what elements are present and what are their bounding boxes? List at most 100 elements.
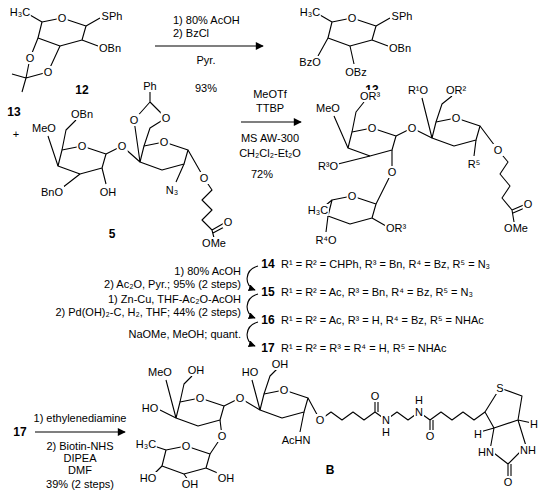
atom-label: H: [473, 428, 483, 440]
atom-label: O: [367, 122, 378, 134]
condition-text: Pyr.: [196, 54, 217, 66]
bond-line: [247, 322, 258, 346]
atom-label: O: [407, 122, 418, 134]
condition-text: DMF: [67, 464, 93, 476]
compound-region: 13: [4, 104, 24, 120]
atom-label: H: [414, 394, 424, 406]
compound-region: 17: [10, 424, 32, 440]
atom-label: BzO: [298, 56, 321, 68]
atom-label: O: [347, 12, 358, 24]
atom-label: O: [523, 198, 534, 210]
condition-text: 1) 80% AcOH: [173, 265, 242, 277]
condition-text: 1) 80% AcOH: [172, 14, 241, 26]
atom-label: HN: [477, 446, 495, 458]
atom-label: OH: [217, 472, 236, 484]
atom-label: SPh: [101, 10, 124, 22]
bond-line: [326, 96, 527, 232]
bond-line: [154, 368, 532, 480]
bond-line: [48, 90, 227, 238]
bond-line: [12, 15, 100, 92]
atom-label: O: [199, 172, 210, 184]
compound-region: MeOOHHOOHSOOOOHHONONHHOHOAcHNH₃CONHHNBHO…: [128, 356, 546, 494]
condition-text: MS AW-300: [240, 132, 300, 144]
compound-number: 12: [74, 84, 89, 96]
atom-label: MeO: [31, 122, 57, 134]
atom-label: O: [57, 12, 68, 24]
atom-label: O: [77, 140, 88, 152]
condition-text: TTBP: [255, 102, 285, 114]
atom-label: S: [495, 382, 504, 394]
atom-label: OBn: [388, 42, 412, 54]
atom-label: O: [493, 144, 504, 156]
atom-label: OMe: [503, 222, 529, 234]
atom-label: OR³: [385, 222, 407, 234]
reaction-arrow: [155, 45, 263, 46]
atom-label: O: [43, 66, 54, 78]
bond-line: [247, 294, 258, 318]
atom-label: O: [315, 414, 326, 426]
condition-text: R¹ = R² = CHPh, R³ = Bn, R⁴ = Bz, R⁵ = N…: [280, 258, 491, 270]
condition-text: DIPEA: [62, 452, 97, 464]
atom-label: O: [235, 392, 246, 404]
compound-number: 17: [12, 426, 27, 438]
atom-label: N: [381, 414, 391, 426]
compound-number: 5: [108, 228, 117, 240]
condition-text: 1) ethylenediamine: [33, 412, 128, 424]
condition-text: CH₂Cl₂-Et₂O: [238, 147, 302, 159]
condition-text: +: [12, 128, 20, 140]
atom-label: O: [117, 140, 128, 152]
atom-label: OH: [271, 358, 290, 370]
atom-label: OH: [99, 186, 118, 198]
atom-label: H₃C: [299, 6, 321, 18]
atom-label: O: [425, 430, 436, 442]
compound-number: B: [325, 464, 336, 476]
atom-label: OBn: [98, 42, 122, 54]
atom-label: HO: [141, 402, 160, 414]
atom-label: R⁴O: [314, 234, 337, 246]
atom-label: BnO: [40, 186, 64, 198]
atom-label: N₃: [165, 184, 179, 196]
atom-label: SPh: [391, 10, 414, 22]
compound-number: 17: [260, 342, 275, 354]
compound-region: MeOOR³R¹OOR²OOOR³OR⁵OOOOMeH₃COOR³R⁴O: [304, 76, 546, 254]
atom-label: O: [347, 190, 358, 202]
step-arrows: [247, 266, 258, 346]
condition-text: 2) Pd(OH)₂-C, H₂, THF; 44% (2 steps): [54, 306, 242, 318]
atom-label: O: [223, 216, 234, 228]
atom-label: H₃C: [135, 438, 157, 450]
condition-text: 2) BzCl: [172, 27, 210, 39]
compound-number: 15: [260, 286, 275, 298]
atom-label: O: [159, 136, 170, 148]
bond-line: [247, 266, 258, 290]
atom-label: NH: [519, 444, 537, 456]
atom-label: H: [529, 418, 539, 430]
condition-text: R¹ = R² = Ac, R³ = Bn, R⁴ = Bz, R⁵ = N₃: [280, 286, 474, 298]
condition-text: 39% (2 steps): [45, 478, 115, 490]
atom-label: H₃C: [307, 204, 329, 216]
atom-label: H: [381, 426, 391, 438]
atom-label: O: [279, 384, 290, 396]
atom-label: OBn: [70, 108, 94, 120]
compound-region: PhOOMeOOBnOOOBnOOHN₃OOOMe5: [28, 76, 238, 252]
reaction-arrow: [241, 121, 301, 122]
atom-label: MeO: [147, 366, 173, 378]
atom-label: OMe: [201, 237, 227, 249]
condition-text: 72%: [250, 168, 274, 180]
compound-region: H₃COSPhOBnOO12: [4, 2, 152, 100]
condition-text: NaOMe, MeOH; quant.: [128, 328, 243, 340]
bond-lines: [12, 15, 532, 480]
atom-label: O: [387, 166, 398, 178]
atom-label: O: [195, 392, 206, 404]
condition-text: 93%: [194, 82, 218, 94]
condition-text: 1) Zn-Cu, THF-Ac₂O-AcOH: [107, 293, 242, 305]
compound-number: 14: [260, 258, 275, 270]
atom-label: O: [451, 112, 462, 124]
atom-label: AcHN: [281, 434, 312, 446]
atom-label: O: [25, 52, 36, 64]
atom-label: OR²: [445, 84, 467, 96]
atom-label: O: [129, 114, 140, 126]
atom-label: O: [161, 112, 172, 124]
atom-label: O: [503, 476, 514, 488]
atom-label: Ph: [142, 80, 157, 92]
